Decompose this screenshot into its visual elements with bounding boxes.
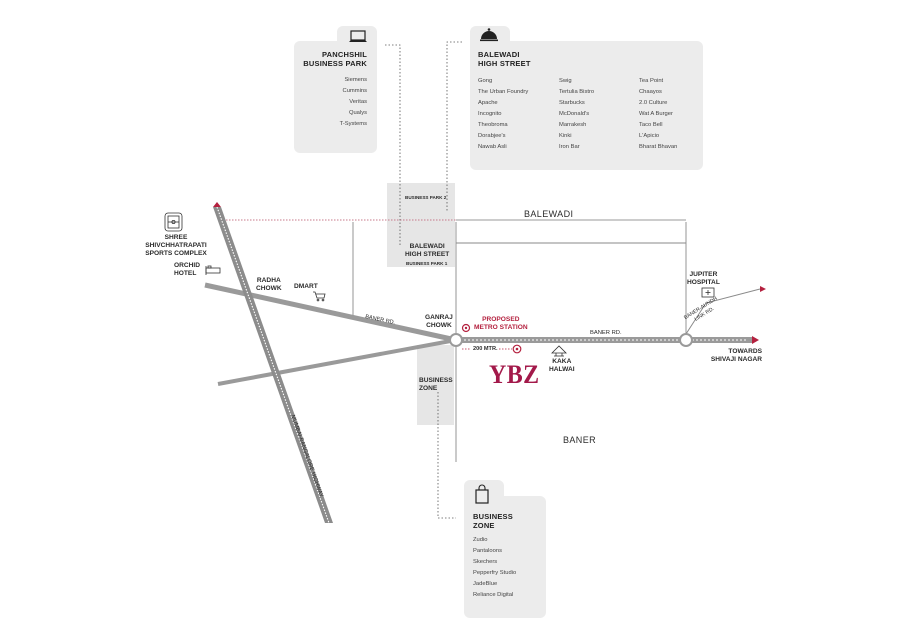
list-item: Wat A Burger bbox=[639, 111, 673, 117]
label-business-park-1: BUSINESS PARK 1 bbox=[406, 261, 448, 266]
label-business-park-2: BUSINESS PARK 2 bbox=[405, 195, 447, 200]
list-item: Pepperfry Studio bbox=[473, 570, 517, 576]
bed-icon bbox=[205, 265, 221, 275]
list-item: Nawab Asli bbox=[478, 144, 507, 150]
list-item: 2.0 Culture bbox=[639, 100, 668, 106]
label-towards-shivaji-nagar: TOWARDS SHIVAJI NAGAR bbox=[710, 348, 762, 363]
list-item: Siemens bbox=[344, 77, 367, 83]
label-kaka-halwai: KAKA HALWAI bbox=[549, 358, 575, 373]
list-item: Swig bbox=[559, 78, 572, 84]
label-dmart: DMART bbox=[294, 283, 318, 290]
baner-aundh-link-road bbox=[685, 286, 766, 335]
hospital-icon bbox=[701, 287, 715, 298]
shopping-bag-icon bbox=[474, 484, 490, 509]
list-item: T-Systems bbox=[339, 121, 367, 127]
list-item: Tea Point bbox=[639, 78, 664, 84]
label-baner-rd-east: BANER RD. bbox=[590, 330, 622, 336]
list-item: Tertulia Bistro bbox=[559, 89, 595, 95]
label-ganraj-chowk: GANRAJ CHOWK bbox=[425, 314, 453, 329]
list-item: Qualys bbox=[348, 110, 367, 116]
list-item: L'Apicio bbox=[639, 133, 660, 139]
baner-aundh-junction bbox=[679, 333, 693, 347]
restaurants-column-2: Swig Tertulia Bistro Starbucks McDonald'… bbox=[559, 76, 594, 153]
list-item: McDonald's bbox=[559, 111, 590, 117]
mumbai-bangalore-highway bbox=[213, 202, 333, 524]
list-item: Dorabjee's bbox=[478, 133, 506, 139]
list-item: Starbucks bbox=[559, 100, 585, 106]
balewadi-high-street-card bbox=[470, 41, 703, 170]
list-item: Skechers bbox=[473, 559, 498, 565]
list-item: Marrakesh bbox=[559, 122, 587, 128]
secondary-road bbox=[217, 338, 457, 386]
cloche-icon bbox=[479, 27, 499, 48]
area-label-baner: BANER bbox=[563, 435, 597, 445]
baner-road-east bbox=[456, 336, 759, 344]
label-distance: 200 MTR. bbox=[473, 346, 498, 352]
boundary-roads bbox=[352, 222, 687, 462]
ybz-logo: YBZ bbox=[489, 360, 540, 389]
balewadi-high-street-title: BALEWADI HIGH STREET bbox=[478, 50, 531, 68]
area-label-balewadi: BALEWADI bbox=[524, 209, 574, 219]
panchshil-card bbox=[294, 41, 377, 153]
list-item: Bharat Bhavan bbox=[639, 144, 678, 150]
list-item: Chaayos bbox=[639, 89, 662, 95]
baner-road-west bbox=[204, 282, 457, 343]
panchshil-list: Siemens Cummins Veritas Qualys T-Systems bbox=[300, 75, 367, 130]
list-item: JadeBlue bbox=[473, 581, 498, 587]
list-item: Pantaloons bbox=[473, 548, 503, 554]
distance-indicator bbox=[462, 344, 522, 354]
label-radha-chowk: RADHA CHOWK bbox=[256, 277, 282, 292]
list-item: Kinki bbox=[559, 133, 572, 139]
list-item: Apache bbox=[478, 100, 498, 106]
label-sports-complex: SHREE SHIVCHHATRAPATI SPORTS COMPLEX bbox=[145, 234, 207, 257]
list-item: Veritas bbox=[349, 99, 367, 105]
label-jupiter-hospital: JUPITER HOSPITAL bbox=[687, 271, 720, 286]
list-item: Zudio bbox=[473, 537, 488, 543]
list-item: Cummins bbox=[342, 88, 367, 94]
stadium-icon bbox=[164, 212, 183, 232]
label-business-zone: BUSINESS ZONE bbox=[419, 377, 453, 392]
restaurants-column-3: Tea Point Chaayos 2.0 Culture Wat A Burg… bbox=[639, 76, 677, 153]
restaurants-column-1: Gong The Urban Foundry Apache Incognito … bbox=[478, 76, 528, 153]
list-item: Taco Bell bbox=[639, 122, 663, 128]
list-item: Iron Bar bbox=[559, 144, 580, 150]
business-zone-card bbox=[464, 496, 546, 618]
label-orchid-hotel: ORCHID HOTEL bbox=[174, 262, 201, 277]
panchshil-title: PANCHSHIL BUSINESS PARK bbox=[303, 50, 367, 68]
label-proposed-metro: PROPOSED METRO STATION bbox=[474, 316, 528, 331]
leader-lines bbox=[385, 41, 462, 519]
cart-icon bbox=[313, 291, 326, 302]
kaka-halwai-icon bbox=[551, 345, 567, 357]
business-park-block bbox=[387, 183, 455, 267]
list-item: Incognito bbox=[478, 111, 502, 117]
list-item: Theobroma bbox=[478, 122, 508, 128]
list-item: Reliance Digital bbox=[473, 592, 514, 598]
ganraj-chowk-junction bbox=[449, 333, 463, 347]
label-balewadi-high-street: BALEWADI HIGH STREET bbox=[405, 243, 450, 258]
list-item: The Urban Foundry bbox=[478, 89, 529, 95]
business-zone-block bbox=[417, 345, 454, 425]
business-zone-list: Zudio Pantaloons Skechers Pepperfry Stud… bbox=[473, 535, 516, 601]
laptop-icon bbox=[348, 30, 368, 49]
list-item: Gong bbox=[478, 78, 493, 84]
business-zone-title: BUSINESS ZONE bbox=[473, 512, 513, 530]
